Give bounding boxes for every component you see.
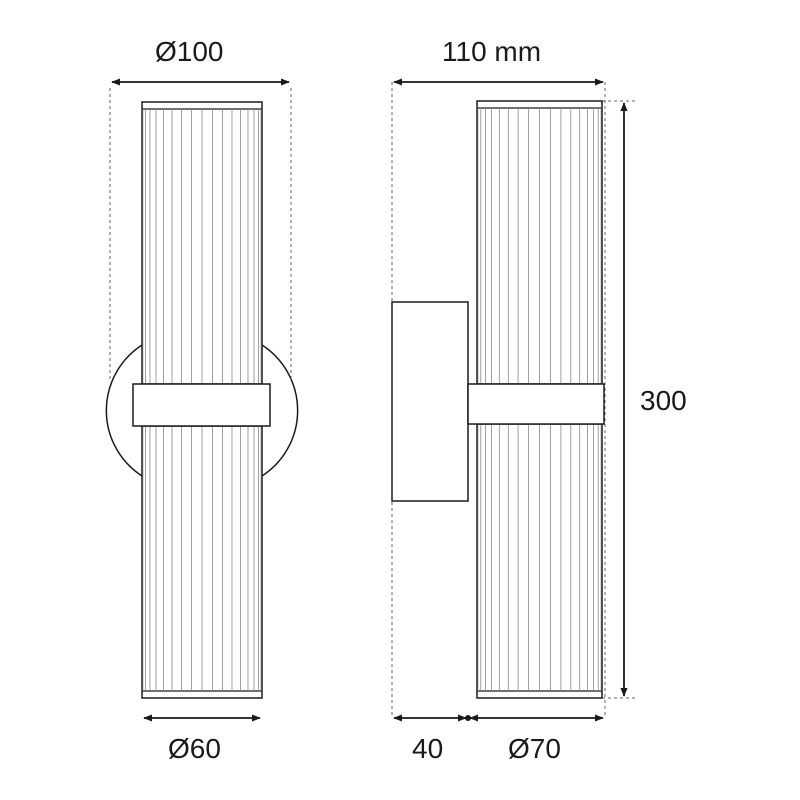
front-wall-plate [105,344,299,477]
side-view [391,78,636,722]
height-label: 300 [640,385,687,416]
side-upper-ribs [477,108,602,384]
side-lower-ribs [477,424,602,691]
side-width-label: 110 mm [442,36,542,67]
side-tube-diameter-label: Ø70 [508,733,561,764]
front-upper-tube [141,101,263,385]
side-wall-mount [391,301,469,502]
dimension-junction-dot [465,715,471,721]
side-arm-band [467,383,605,425]
front-center-band [132,383,271,427]
front-tube-diameter-label: Ø60 [168,733,221,764]
front-view [105,78,299,722]
side-lower-tube [476,423,603,699]
wall-offset-label: 40 [412,733,444,764]
side-upper-tube [476,100,603,385]
front-lower-ribs [142,426,262,691]
front-diameter-label: Ø100 [155,36,224,67]
front-lower-tube [141,425,263,699]
front-upper-ribs [142,109,262,384]
